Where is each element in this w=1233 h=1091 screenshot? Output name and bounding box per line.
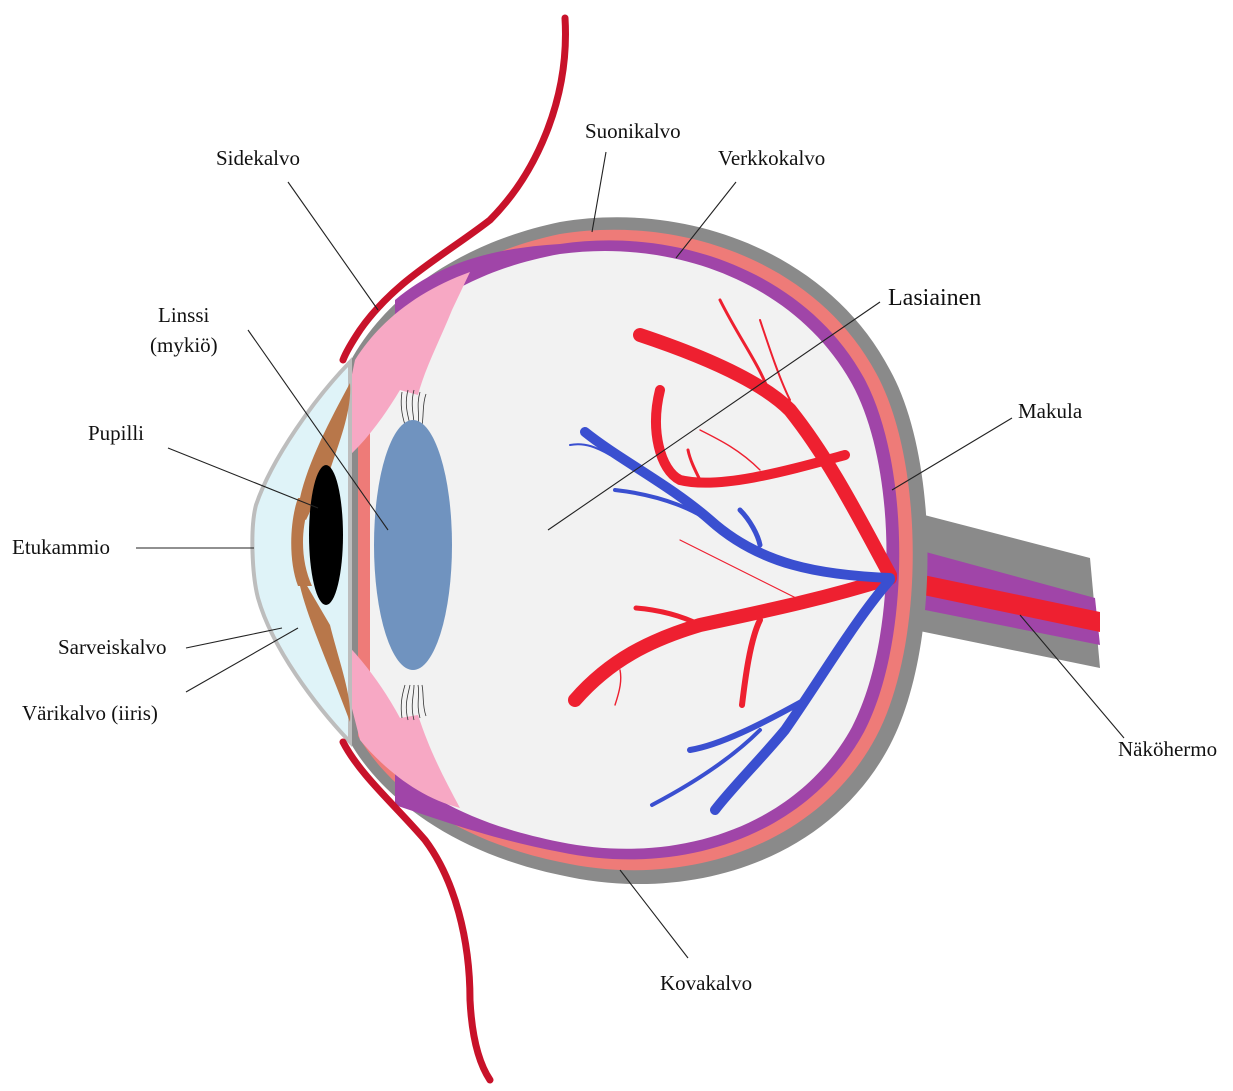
- label-verkkokalvo: Verkkokalvo: [718, 146, 825, 170]
- label-sarveiskalvo: Sarveiskalvo: [58, 635, 166, 659]
- label-makula: Makula: [1018, 399, 1083, 423]
- label-pupilli: Pupilli: [88, 421, 144, 445]
- label-linssi-line1: Linssi: [158, 303, 210, 327]
- label-lasiainen: Lasiainen: [888, 285, 981, 311]
- label-nakohermo: Näköhermo: [1118, 737, 1217, 761]
- label-sidekalvo: Sidekalvo: [216, 146, 300, 170]
- leader-varikalvo: [186, 628, 298, 692]
- label-etukammio: Etukammio: [12, 535, 110, 559]
- lens: [374, 420, 452, 670]
- label-linssi-line2: (mykiö): [150, 333, 218, 357]
- label-varikalvo: Värikalvo (iiris): [22, 701, 158, 725]
- leader-sidekalvo: [288, 182, 378, 310]
- pupil: [309, 465, 343, 605]
- label-suonikalvo: Suonikalvo: [585, 119, 681, 143]
- label-kovakalvo: Kovakalvo: [660, 971, 752, 995]
